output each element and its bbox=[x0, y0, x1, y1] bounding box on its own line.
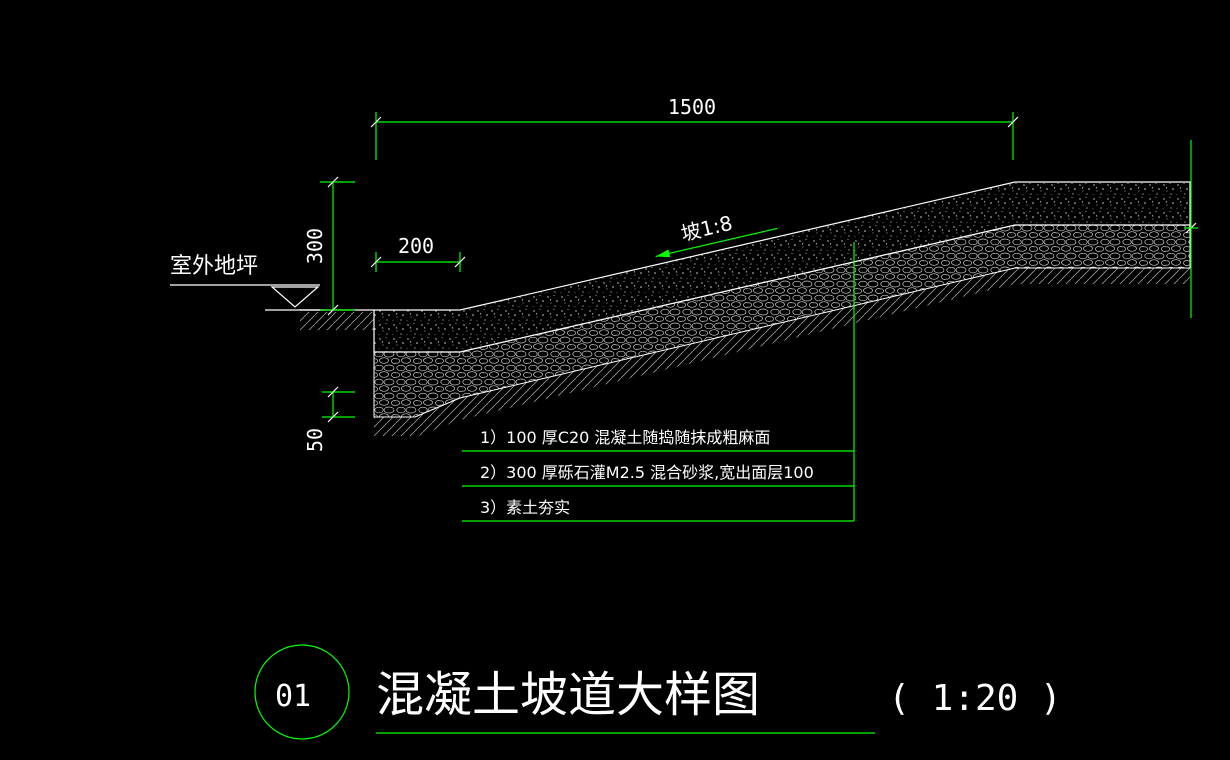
ground-label: 室外地坪 bbox=[170, 254, 258, 279]
dimension-overall-length bbox=[370, 112, 1019, 160]
dimension-landing-length bbox=[370, 252, 466, 272]
dimension-height-text: 300 bbox=[303, 228, 327, 264]
detail-number-circle bbox=[254, 644, 350, 740]
detail-number: 01 bbox=[275, 679, 311, 714]
drawing-title: 混凝土坡道大样图 bbox=[376, 667, 760, 723]
layer-leader bbox=[462, 242, 855, 522]
concrete-layer bbox=[373, 181, 1191, 353]
dimension-landing-text: 200 bbox=[398, 234, 434, 258]
dimension-base-text: 50 bbox=[303, 428, 327, 452]
dimension-height bbox=[320, 176, 355, 316]
layer-note-3: 3）素土夯实 bbox=[480, 498, 570, 517]
dimension-overall-text: 1500 bbox=[668, 95, 716, 119]
earth-hatch bbox=[300, 268, 1190, 436]
dimension-base bbox=[322, 386, 355, 423]
drawing-scale: ( 1:20 ) bbox=[888, 678, 1061, 719]
right-edge-line bbox=[1184, 140, 1198, 318]
ground-level-symbol bbox=[170, 284, 325, 311]
layer-note-1: 1）100 厚C20 混凝土随捣随抹成粗麻面 bbox=[480, 428, 770, 447]
layer-note-2: 2）300 厚砾石灌M2.5 混合砂浆,宽出面层100 bbox=[480, 463, 814, 482]
